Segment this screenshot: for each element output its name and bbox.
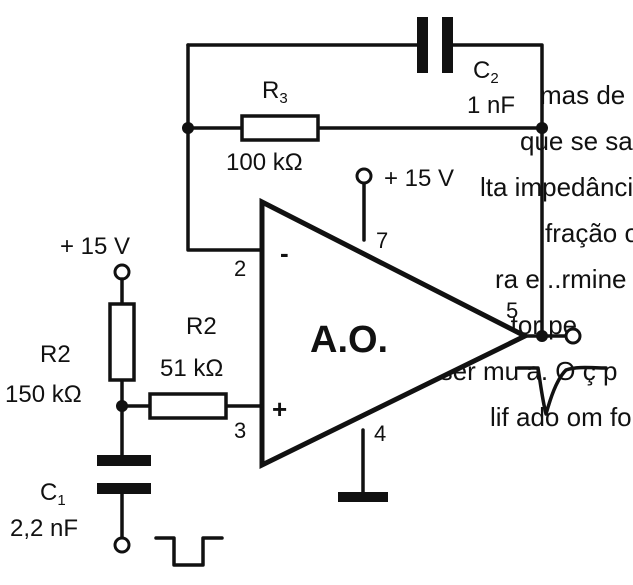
inverting-sign: -	[280, 238, 289, 268]
ground-symbol	[338, 492, 388, 502]
junction-dot-r3-right	[536, 122, 548, 134]
c2-name: C2	[473, 57, 499, 87]
feedback-wires	[186, 43, 544, 338]
r2-series-name: R2	[186, 313, 217, 340]
c2-name-sub: 2	[490, 70, 498, 87]
input-terminal	[113, 536, 131, 554]
background-text-line: mas de dif passam	[540, 80, 633, 110]
c1-plate-top	[97, 455, 151, 466]
output-terminal	[564, 327, 582, 345]
background-text-line: fração ou ao onda em sa	[545, 218, 633, 248]
junction-dot-r3-left	[182, 122, 194, 134]
divider-supply-terminal	[113, 263, 131, 281]
opamp-supply: + 15 V	[355, 165, 454, 242]
resistor-r2-series: R2 51 kΩ	[120, 313, 264, 420]
c1-name-sub: 1	[57, 492, 65, 509]
background-text-line: lif ado om forte am	[490, 402, 633, 432]
r2-divider-name: R2	[40, 341, 71, 368]
pin-2-label: 2	[234, 256, 246, 281]
c2-value: 1 nF	[467, 92, 515, 119]
r3-body	[240, 114, 320, 142]
noninverting-sign: +	[272, 394, 287, 424]
r3-name-sub: 3	[279, 90, 287, 107]
c2-loop-wire	[186, 43, 544, 130]
pin-3-label: 3	[234, 418, 246, 443]
c1-plate-bottom	[97, 483, 151, 494]
junction-dot-divider	[116, 400, 128, 412]
background-text-line: ra e ..rmine ao diagrama	[495, 264, 633, 294]
r2-series-body	[148, 392, 228, 420]
c1-value: 2,2 nF	[10, 515, 78, 542]
opamp-ground	[338, 428, 388, 502]
background-text-line: lta impedância. A fórmula que p	[480, 172, 633, 202]
opamp-supply-label: + 15 V	[384, 165, 454, 192]
c2-name-letter: C	[473, 57, 490, 84]
left-feedback-wire	[186, 43, 264, 252]
capacitor-c2: C2 1 nF	[417, 17, 515, 119]
c1-name: C1	[40, 479, 66, 509]
opamp-supply-terminal	[355, 167, 373, 185]
c1-name-letter: C	[40, 479, 57, 506]
junction-dot-output	[536, 330, 548, 342]
pin-7-label: 7	[376, 228, 388, 253]
divider-supply-label: + 15 V	[60, 233, 130, 260]
output-node	[516, 327, 608, 416]
r3-name: R3	[262, 77, 288, 107]
divider-supply: + 15 V	[60, 233, 131, 457]
opamp-triangle	[259, 197, 531, 470]
output-waveform-icon	[516, 365, 608, 416]
opamp-label: A.O.	[310, 319, 388, 361]
capacitor-c1: C1 2,2 nF	[10, 455, 151, 542]
r3-value: 100 kΩ	[226, 149, 303, 176]
c2-plate-right	[442, 17, 453, 73]
r2-series-value: 51 kΩ	[160, 355, 223, 382]
pin-5-label: 5	[506, 298, 518, 323]
resistor-r3: R3 100 kΩ	[226, 77, 320, 176]
input-node	[113, 536, 224, 567]
c2-plate-left	[417, 17, 428, 73]
pin-4-label: 4	[374, 421, 386, 446]
resistor-r2-divider: R2 150 kΩ	[5, 302, 136, 408]
opamp: A.O. - + 2 3 7 4 5	[234, 197, 531, 470]
r3-name-letter: R	[262, 77, 279, 104]
r2-divider-body	[108, 302, 136, 382]
input-waveform-icon	[154, 536, 224, 567]
r2-divider-value: 150 kΩ	[5, 381, 82, 408]
